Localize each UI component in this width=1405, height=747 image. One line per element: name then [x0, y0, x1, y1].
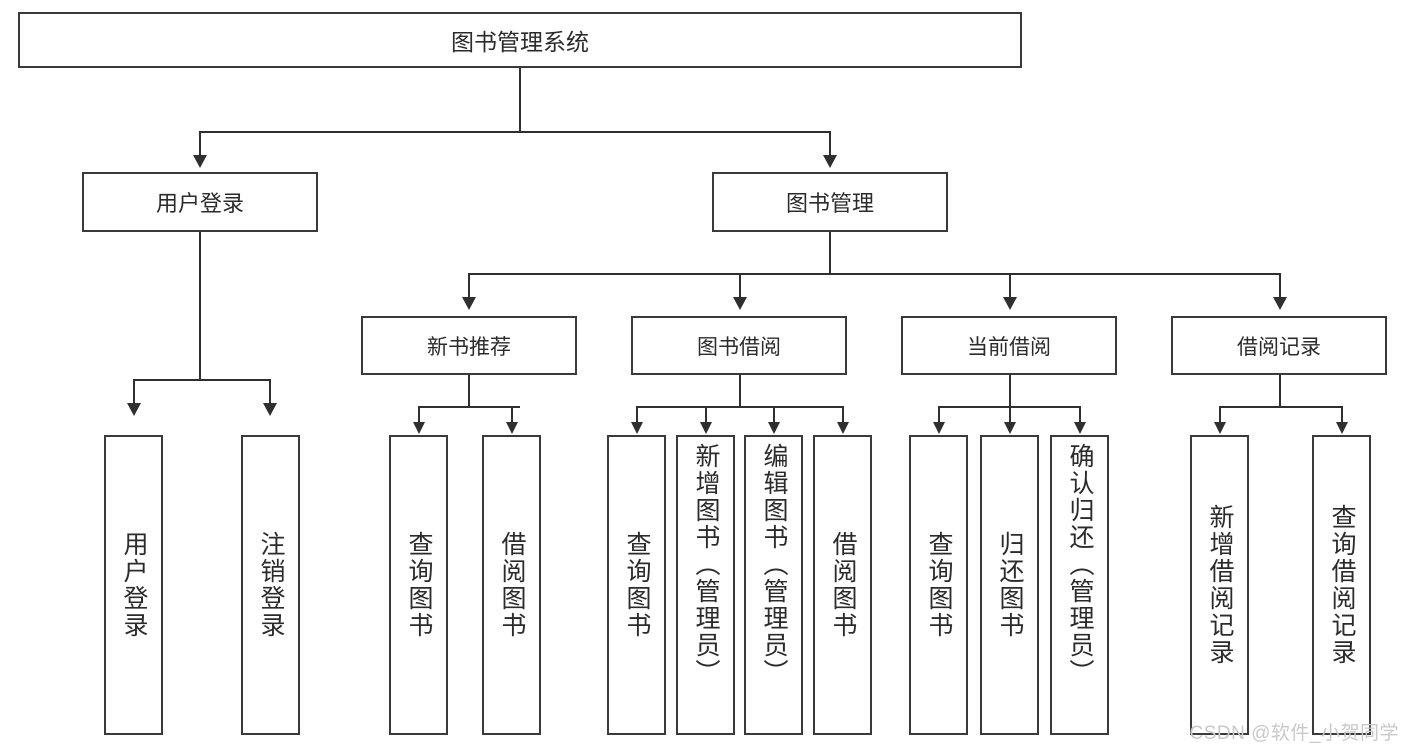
arrowhead-bb-leaf-3 [768, 422, 780, 434]
leaf-query-books-recommend[interactable]: 查询图书 [389, 435, 448, 735]
node-root-book-management-system[interactable]: 图书管理系统 [18, 12, 1022, 68]
connector-cb-leaf-2 [1009, 406, 1011, 424]
node-label: 新增借阅记录 [1206, 504, 1234, 666]
arrowhead-user-login-leaf-2 [263, 403, 277, 416]
connector-records-stem [1279, 375, 1281, 407]
leaf-logout[interactable]: 注销登录 [241, 435, 300, 735]
leaf-query-borrow-record[interactable]: 查询借阅记录 [1312, 435, 1371, 735]
node-label: 用户登录 [155, 191, 244, 216]
connector-bb-leaf-4 [842, 406, 844, 424]
leaf-confirm-return-admin[interactable]: 确认归还（管理员） [1050, 435, 1109, 735]
leaf-borrow-books-borrowing[interactable]: 借阅图书 [813, 435, 872, 735]
node-book-borrowing[interactable]: 图书借阅 [631, 316, 847, 375]
node-label: 借阅记录 [1237, 335, 1321, 359]
node-label: 确认归还（管理员） [1066, 443, 1094, 686]
arrowhead-bm-new-book [462, 297, 476, 310]
connector-bm-to-records [1279, 273, 1281, 299]
connector-user-login-stem [199, 232, 201, 380]
node-label: 编辑图书（管理员） [760, 443, 788, 686]
connector-root-to-user-login [199, 131, 201, 157]
arrowhead-bm-records [1273, 297, 1287, 310]
connector-user-login-bus [133, 379, 269, 381]
node-label: 图书管理 [785, 191, 874, 216]
arrowhead-bm-current [1003, 297, 1017, 310]
node-book-management[interactable]: 图书管理 [712, 172, 948, 232]
node-current-borrowing[interactable]: 当前借阅 [901, 316, 1117, 375]
leaf-add-borrow-record[interactable]: 新增借阅记录 [1190, 435, 1249, 735]
node-label: 图书借阅 [697, 335, 781, 359]
leaf-user-login[interactable]: 用户登录 [104, 435, 163, 735]
connector-bm-to-new-book [468, 273, 470, 299]
node-label: 新书推荐 [427, 335, 511, 359]
connector-borrow-bus [636, 406, 844, 408]
leaf-query-books-current[interactable]: 查询图书 [909, 435, 968, 735]
connector-user-login-to-leaf-1 [133, 379, 135, 405]
arrowhead-br-leaf-2 [1336, 422, 1348, 434]
node-label: 图书管理系统 [451, 29, 589, 55]
connector-records-bus [1219, 406, 1341, 408]
connector-root-stem [519, 68, 521, 132]
node-label: 查询图书 [925, 531, 953, 639]
leaf-query-books-borrowing[interactable]: 查询图书 [607, 435, 666, 735]
node-user-login[interactable]: 用户登录 [82, 172, 318, 232]
connector-new-book-stem [468, 375, 470, 407]
connector-root-to-book-management [829, 131, 831, 157]
node-label: 借阅图书 [498, 531, 526, 639]
arrowhead-cb-leaf-3 [1074, 422, 1086, 434]
leaf-borrow-books-recommend[interactable]: 借阅图书 [482, 435, 541, 735]
connector-cb-leaf-3 [1079, 406, 1081, 424]
arrowhead-bb-leaf-2 [700, 422, 712, 434]
connector-book-management-bus [468, 273, 1280, 275]
connector-cb-leaf-1 [938, 406, 940, 424]
node-new-book-recommendation[interactable]: 新书推荐 [361, 316, 577, 375]
connector-borrow-stem [739, 375, 741, 407]
connector-br-leaf-1 [1219, 406, 1221, 424]
arrowhead-cb-leaf-1 [933, 422, 945, 434]
leaf-add-book-admin[interactable]: 新增图书（管理员） [676, 435, 735, 735]
node-label: 查询图书 [405, 531, 433, 639]
node-label: 归还图书 [996, 531, 1024, 639]
node-borrowing-records[interactable]: 借阅记录 [1171, 316, 1387, 375]
connector-bm-to-borrow [739, 273, 741, 299]
arrowhead-br-leaf-1 [1214, 422, 1226, 434]
node-label: 查询图书 [623, 531, 651, 639]
connector-new-book-bus [418, 406, 520, 408]
leaf-edit-book-admin[interactable]: 编辑图书（管理员） [744, 435, 803, 735]
arrowhead-root-to-user-login [193, 155, 207, 168]
connector-bb-leaf-1 [636, 406, 638, 424]
connector-nb-leaf-2 [511, 406, 513, 424]
arrowhead-cb-leaf-2 [1004, 422, 1016, 434]
node-label: 新增图书（管理员） [692, 443, 720, 686]
connector-bb-leaf-2 [705, 406, 707, 424]
node-label: 用户登录 [120, 531, 148, 639]
connector-root-bus [199, 131, 831, 133]
connector-bm-to-current [1009, 273, 1011, 299]
arrowhead-bm-borrow [733, 297, 747, 310]
connector-br-leaf-2 [1341, 406, 1343, 424]
connector-nb-leaf-1 [418, 406, 420, 424]
arrowhead-nb-leaf-2 [506, 422, 518, 434]
arrowhead-bb-leaf-1 [631, 422, 643, 434]
connector-user-login-to-leaf-2 [269, 379, 271, 405]
leaf-return-books[interactable]: 归还图书 [980, 435, 1039, 735]
node-label: 注销登录 [257, 531, 285, 639]
arrowhead-root-to-book-management [823, 155, 837, 168]
arrowhead-user-login-leaf-1 [127, 403, 141, 416]
connector-book-management-stem [829, 232, 831, 274]
connector-current-stem [1009, 375, 1011, 407]
arrowhead-nb-leaf-1 [413, 422, 425, 434]
connector-bb-leaf-3 [773, 406, 775, 424]
node-label: 查询借阅记录 [1328, 504, 1356, 666]
node-label: 当前借阅 [967, 335, 1051, 359]
arrowhead-bb-leaf-4 [837, 422, 849, 434]
node-label: 借阅图书 [829, 531, 857, 639]
